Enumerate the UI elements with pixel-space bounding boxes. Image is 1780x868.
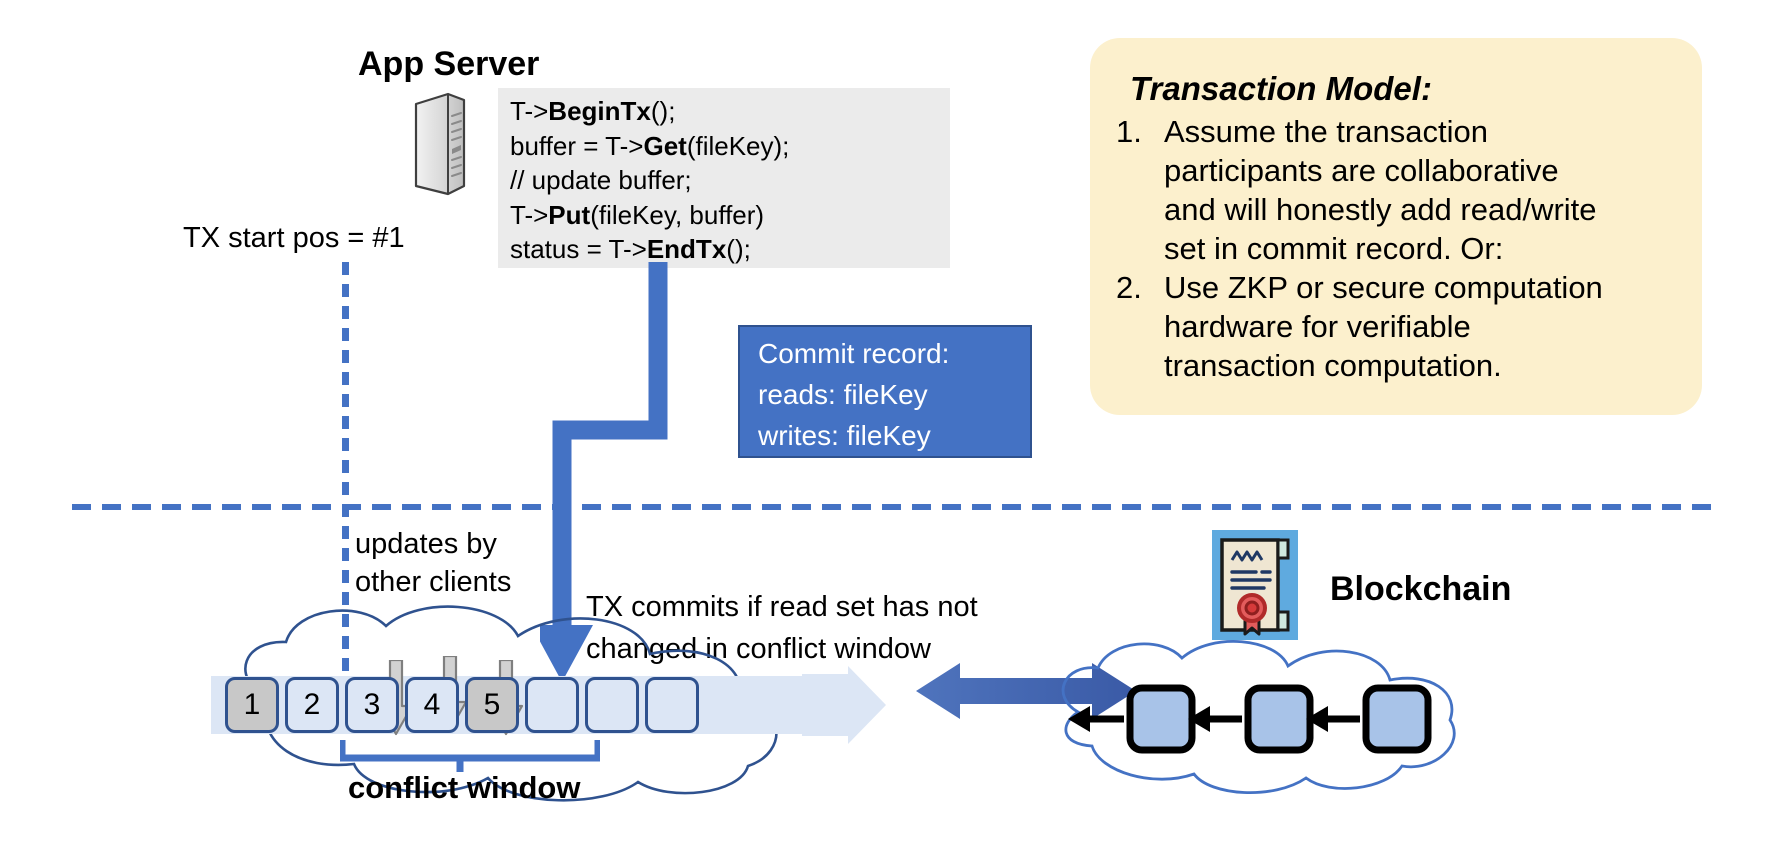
code-snippet-block: T->BeginTx(); buffer = T->Get(fileKey); … <box>498 88 950 268</box>
code-line-post: (fileKey); <box>686 130 790 161</box>
layer-separator-dashed-line <box>72 504 1712 510</box>
tx-commit-caption-line1: TX commits if read set has not <box>586 591 978 623</box>
transaction-model-item-line: hardware for verifiable <box>1164 309 1471 344</box>
code-line-pre: status = T-> <box>510 234 647 264</box>
code-line: status = T->EndTx(); <box>510 232 940 267</box>
ledger-cell[interactable] <box>585 677 639 733</box>
transaction-model-item: 1. Assume the transaction participants a… <box>1116 112 1676 268</box>
ledger-cell[interactable]: 2 <box>285 677 339 733</box>
server-tower-icon <box>412 90 468 198</box>
transaction-model-item-line: set in commit record. Or: <box>1164 231 1504 266</box>
tx-commit-caption-line2: changed in conflict window <box>586 633 931 665</box>
transaction-model-callout: Transaction Model: 1. Assume the transac… <box>1090 38 1702 415</box>
commit-flow-arrow <box>531 262 810 682</box>
ledger-cell[interactable] <box>645 677 699 733</box>
transaction-model-item-number: 2. <box>1116 270 1142 305</box>
commit-record-writes: writes: fileKey <box>758 420 931 451</box>
code-line: T->BeginTx(); <box>510 94 940 129</box>
commit-record-reads: reads: fileKey <box>758 379 928 410</box>
updates-by-other-clients-label: updates by other clients <box>355 525 511 601</box>
tx-commit-condition-caption: TX commits if read set has not changed i… <box>586 586 978 670</box>
certificate-seal-icon <box>1212 530 1298 640</box>
ledger-cell[interactable]: 3 <box>345 677 399 733</box>
conflict-window-bracket <box>338 738 602 774</box>
updates-label-line1: updates by <box>355 528 497 560</box>
transaction-model-item-text: Assume the transaction participants are … <box>1164 112 1676 268</box>
code-line-pre: T-> <box>510 199 549 230</box>
transaction-model-item-number: 1. <box>1116 114 1142 149</box>
code-line-pre: T-> <box>510 96 549 126</box>
blockchain-label: Blockchain <box>1330 570 1512 608</box>
ledger-blockchain-sync-arrow <box>916 655 1136 727</box>
ledger-cell[interactable]: 4 <box>405 677 459 733</box>
code-line: buffer = T->Get(fileKey); <box>510 129 940 164</box>
conflict-window-label: conflict window <box>348 770 581 805</box>
ledger-cell[interactable] <box>525 677 579 733</box>
transaction-model-item-line: participants are collaborative <box>1164 153 1559 188</box>
code-line: // update buffer; <box>510 163 940 198</box>
code-line-pre: // update buffer; <box>510 165 692 195</box>
code-line: T->Put(fileKey, buffer) <box>510 198 940 233</box>
transaction-model-title: Transaction Model: <box>1130 70 1432 107</box>
transaction-model-item-line: Assume the transaction <box>1164 114 1488 149</box>
tx-start-position-label: TX start pos = #1 <box>183 222 405 254</box>
app-server-title: App Server <box>358 45 540 83</box>
ledger-continuation-chevron-icon <box>802 666 886 744</box>
updates-label-line2: other clients <box>355 566 512 598</box>
transaction-model-item-line: Use ZKP or secure computation <box>1164 270 1603 305</box>
code-line-post: (); <box>726 234 751 264</box>
code-line-bold: BeginTx <box>548 96 651 126</box>
ledger-cell[interactable]: 1 <box>225 677 279 733</box>
blockchain-cloud <box>1030 620 1470 810</box>
transaction-model-item: 2. Use ZKP or secure computation hardwar… <box>1116 268 1676 385</box>
code-line-bold: Put <box>548 199 591 230</box>
code-line-bold: Get <box>643 130 687 161</box>
transaction-model-item-line: transaction computation. <box>1164 348 1502 383</box>
commit-record-title: Commit record: <box>758 338 950 369</box>
transaction-model-item-line: and will honestly add read/write <box>1164 192 1597 227</box>
tx-start-dashed-line <box>342 262 349 726</box>
code-line-post: (); <box>650 96 676 126</box>
commit-record-box: Commit record: reads: fileKey writes: fi… <box>738 325 1032 458</box>
ledger-blocks-row: 1 2 3 4 5 <box>225 672 815 738</box>
ledger-cell[interactable]: 5 <box>465 677 519 733</box>
code-line-pre: buffer = T-> <box>510 130 644 161</box>
code-line-bold: EndTx <box>646 234 727 264</box>
transaction-model-item-text: Use ZKP or secure computation hardware f… <box>1164 268 1676 385</box>
code-line-post: (fileKey, buffer) <box>590 199 765 230</box>
